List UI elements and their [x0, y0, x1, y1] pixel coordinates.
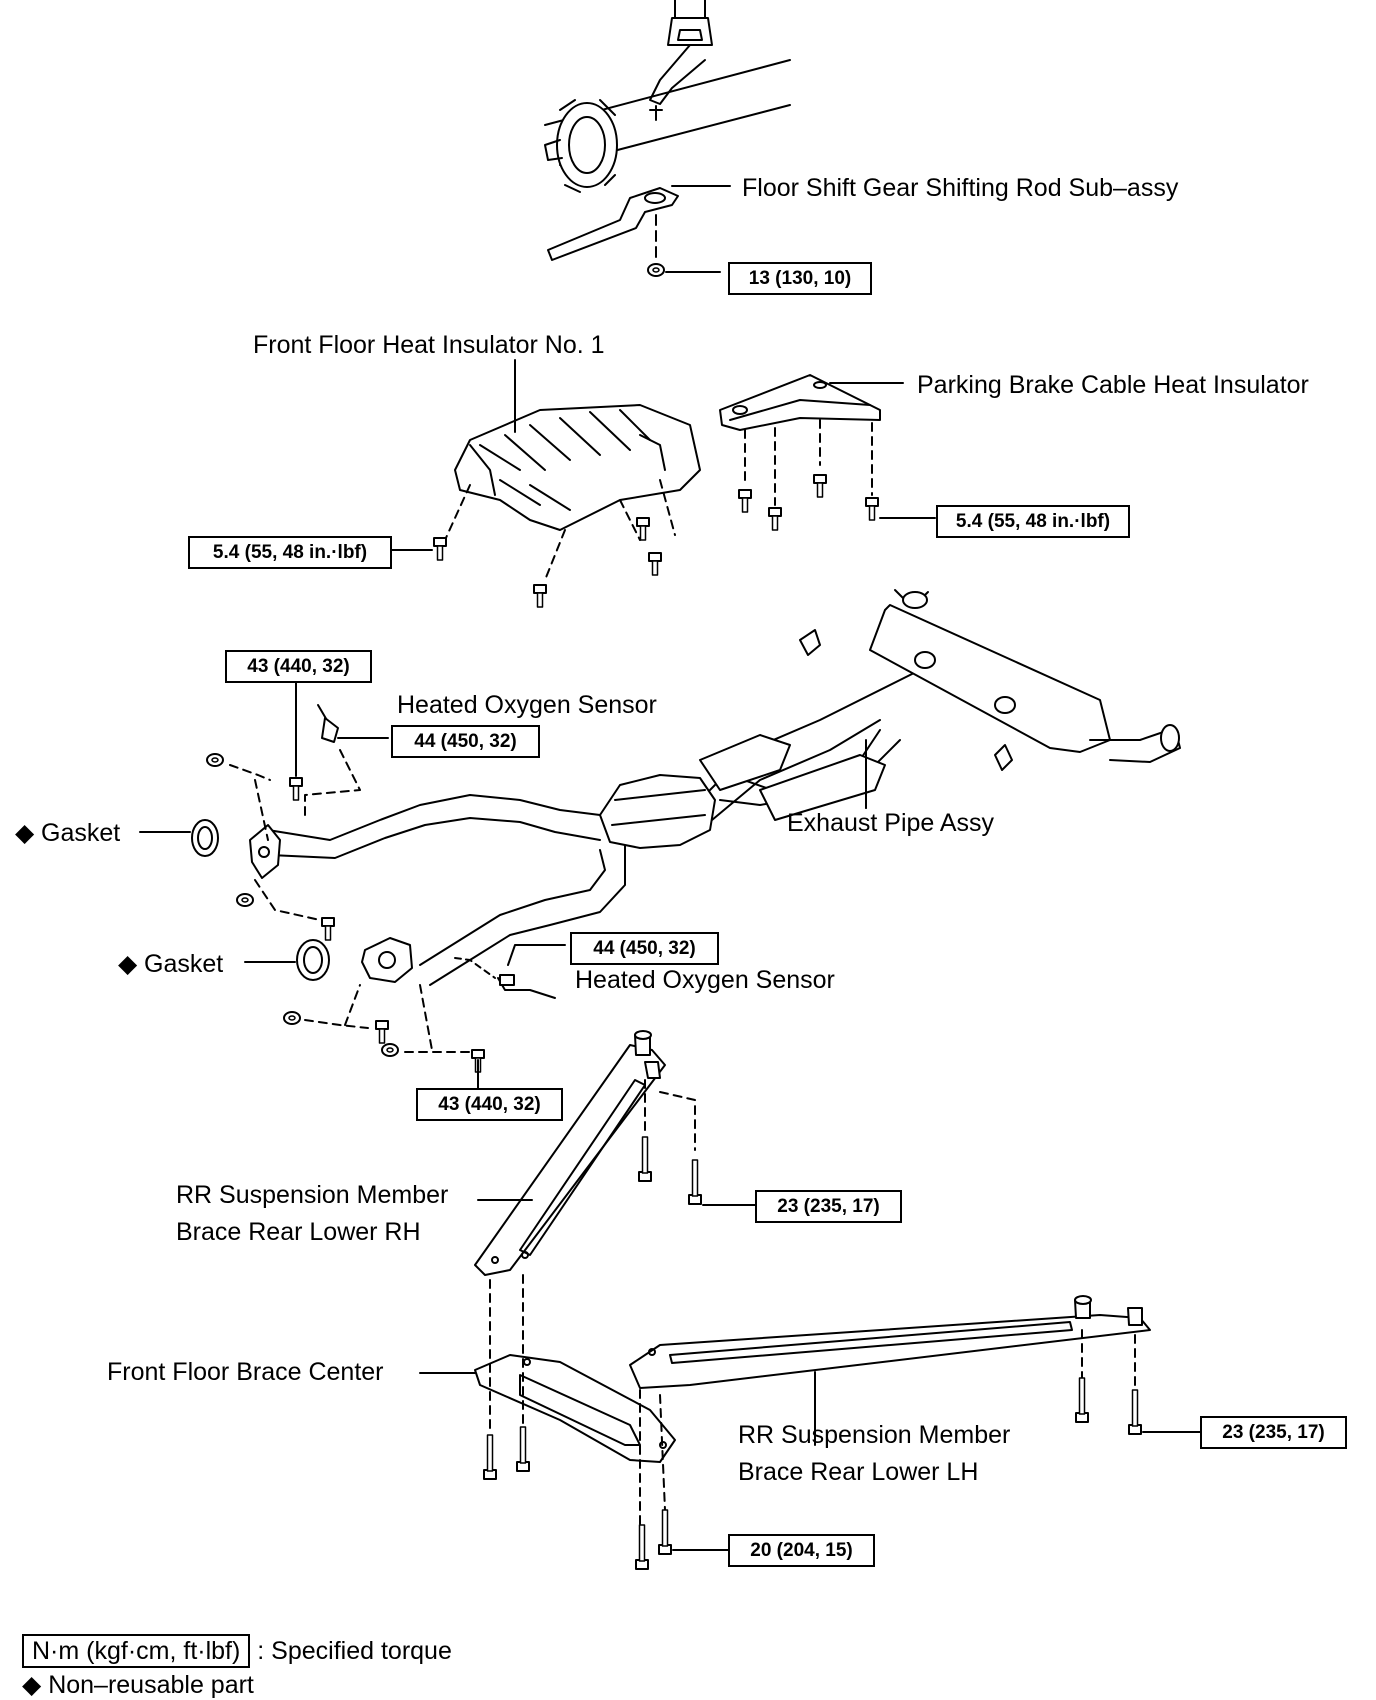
label-exhaust-pipe: Exhaust Pipe Assy — [787, 809, 995, 837]
label-shift-rod: Floor Shift Gear Shifting Rod Sub–assy — [742, 174, 1179, 202]
torque-shift-rod-nut: 13 (130, 10) — [728, 262, 872, 295]
label-gasket-1: ◆Gasket — [15, 818, 120, 848]
label-gasket-2: ◆Gasket — [118, 949, 223, 979]
label-rr-brace-lh-1: RR Suspension Member — [738, 1421, 1011, 1449]
torque-lh-brace-bolt: 23 (235, 17) — [1200, 1416, 1347, 1449]
legend-non-reusable-symbol: ◆ — [22, 1671, 42, 1699]
oxygen-sensor-lower-drawing — [454, 944, 566, 999]
label-rr-brace-rh-1: RR Suspension Member — [176, 1181, 449, 1209]
torque-center-brace-bolt: 20 (204, 15) — [728, 1534, 875, 1567]
legend-torque-desc: : Specified torque — [257, 1637, 452, 1665]
flange-upper-fasteners — [206, 679, 335, 941]
legend-torque-unit: N·m (kgf·cm, ft·lbf) — [22, 1634, 251, 1668]
label-front-insulator: Front Floor Heat Insulator No. 1 — [253, 331, 605, 359]
non-reusable-mark: ◆ — [118, 950, 138, 978]
non-reusable-mark: ◆ — [15, 819, 35, 847]
label-front-brace: Front Floor Brace Center — [107, 1358, 384, 1386]
label-rr-brace-lh-2: Brace Rear Lower LH — [738, 1458, 979, 1486]
torque-rh-brace-bolt: 23 (235, 17) — [755, 1190, 902, 1223]
parking-insulator-drawing — [719, 374, 936, 531]
rr-brace-lh-drawing — [629, 1295, 1201, 1570]
flange-lower-fasteners — [283, 984, 485, 1091]
exhaust-pipe-drawing — [249, 589, 1181, 986]
gasket-2-text: Gasket — [144, 950, 224, 978]
front-brace-drawing — [419, 1274, 676, 1480]
legend-non-reusable: ◆ Non–reusable part — [22, 1670, 254, 1700]
label-oxygen-sensor-2: Heated Oxygen Sensor — [575, 966, 835, 994]
rr-brace-rh-drawing — [474, 1030, 756, 1276]
label-rr-brace-rh-2: Brace Rear Lower RH — [176, 1218, 421, 1246]
shift-rod-drawing — [544, 0, 791, 277]
legend-torque: N·m (kgf·cm, ft·lbf) : Specified torque — [22, 1634, 452, 1668]
label-parking-insulator: Parking Brake Cable Heat Insulator — [917, 371, 1309, 399]
torque-flange-upper: 43 (440, 32) — [225, 650, 372, 683]
gasket-1-text: Gasket — [41, 819, 121, 847]
label-oxygen-sensor-1: Heated Oxygen Sensor — [397, 691, 657, 719]
torque-flange-lower: 43 (440, 32) — [416, 1088, 563, 1121]
gasket-lower-drawing — [244, 939, 330, 981]
torque-insulator-right: 5.4 (55, 48 in.·lbf) — [936, 505, 1130, 538]
legend-non-reusable-desc: Non–reusable part — [48, 1671, 254, 1699]
torque-insulator-left: 5.4 (55, 48 in.·lbf) — [188, 536, 392, 569]
front-insulator-drawing — [433, 359, 701, 608]
gasket-upper-drawing — [139, 819, 219, 857]
torque-sensor-lower: 44 (450, 32) — [570, 932, 719, 965]
torque-sensor-upper: 44 (450, 32) — [391, 725, 540, 758]
oxygen-sensor-upper-drawing — [304, 704, 389, 821]
